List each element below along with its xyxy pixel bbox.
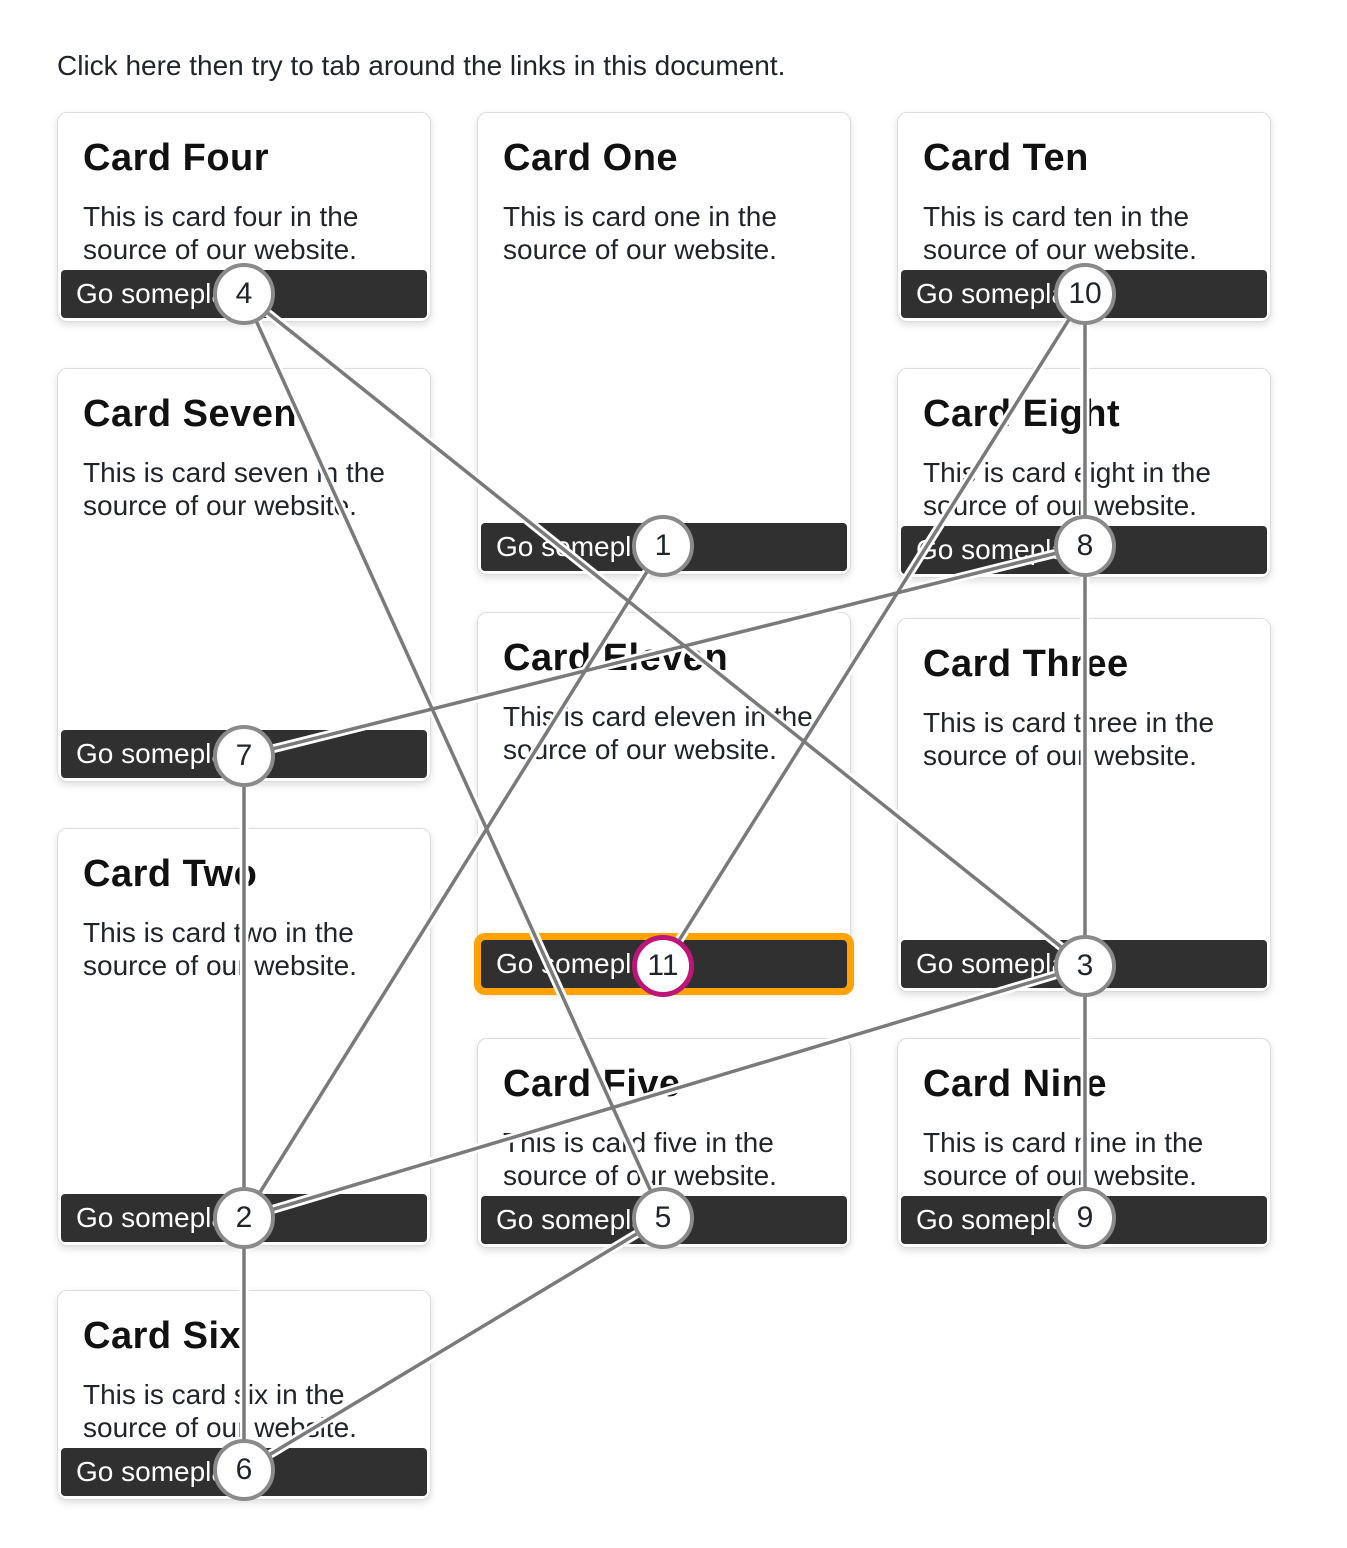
card-text: This is card six in the source of our we… — [83, 1379, 357, 1443]
tab-order-marker-4: 4 — [213, 263, 275, 325]
card-text: This is card eleven in the source of our… — [503, 701, 813, 765]
card-title: Card Six — [83, 1315, 242, 1357]
tab-order-marker-9: 9 — [1054, 1187, 1116, 1249]
card-text: This is card ten in the source of our we… — [923, 201, 1197, 265]
card-one: Card One This is card one in the source … — [477, 112, 851, 575]
card-text: This is card seven in the source of our … — [83, 457, 385, 521]
card-text: This is card one in the source of our we… — [503, 201, 777, 265]
card-text: This is card three in the source of our … — [923, 707, 1215, 771]
card-title: Card Five — [503, 1063, 681, 1105]
tab-order-marker-5: 5 — [632, 1187, 694, 1249]
tab-order-marker-10: 10 — [1054, 263, 1116, 325]
card-four: Card Four This is card four in the sourc… — [57, 112, 431, 322]
card-two: Card Two This is card two in the source … — [57, 828, 431, 1246]
card-text: This is card five in the source of our w… — [503, 1127, 777, 1191]
card-title: Card Eight — [923, 393, 1121, 435]
tab-order-marker-3: 3 — [1054, 935, 1116, 997]
card-title: Card Seven — [83, 393, 298, 435]
tab-order-marker-11-focused: 11 — [632, 935, 694, 997]
tab-order-marker-1: 1 — [632, 515, 694, 577]
tab-order-marker-8: 8 — [1054, 515, 1116, 577]
tab-order-marker-7: 7 — [213, 725, 275, 787]
card-title: Card Eleven — [503, 637, 729, 679]
card-title: Card One — [503, 137, 679, 179]
card-text: This is card nine in the source of our w… — [923, 1127, 1204, 1191]
card-text: This is card four in the source of our w… — [83, 201, 359, 265]
card-text: This is card eight in the source of our … — [923, 457, 1211, 521]
card-title: Card Nine — [923, 1063, 1107, 1105]
tab-order-marker-2: 2 — [213, 1187, 275, 1249]
card-title: Card Four — [83, 137, 270, 179]
instruction-text[interactable]: Click here then try to tab around the li… — [57, 50, 786, 81]
card-title: Card Ten — [923, 137, 1089, 179]
card-title: Card Two — [83, 853, 258, 895]
card-title: Card Three — [923, 643, 1129, 685]
tab-order-marker-6: 6 — [213, 1439, 275, 1501]
card-text: This is card two in the source of our we… — [83, 917, 357, 981]
card-seven: Card Seven This is card seven in the sou… — [57, 368, 431, 782]
